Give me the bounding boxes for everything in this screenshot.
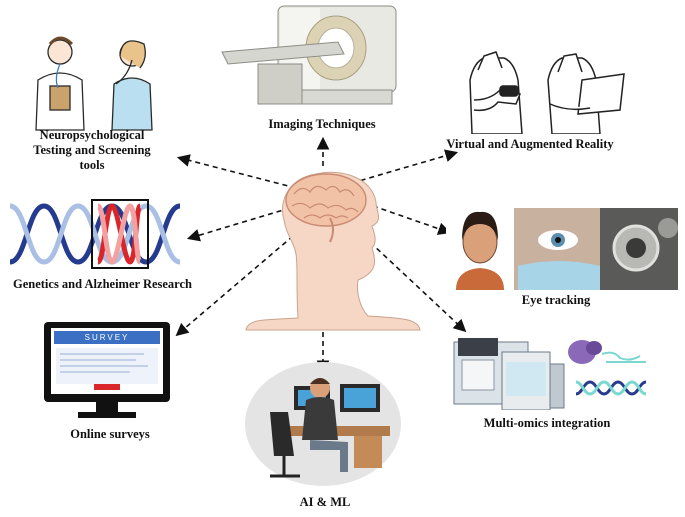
doctor-patient-icon	[35, 36, 153, 131]
label-genetics: Genetics and Alzheimer Research	[12, 277, 193, 291]
central-head-illustration	[245, 171, 421, 331]
arrow-to-eye	[355, 199, 452, 235]
survey-monitor-icon	[44, 322, 170, 418]
label-neuro: Neuropsychological Testing and Screening…	[33, 128, 151, 172]
label-imaging: Imaging Techniques	[268, 117, 376, 131]
arrow-to-omics	[356, 229, 467, 333]
label-omics: Multi-omics integration	[483, 416, 611, 430]
brain-icon	[285, 173, 367, 243]
vr-users-icon	[469, 51, 625, 134]
label-survey: Online surveys	[70, 427, 150, 441]
label-ai: AI & ML	[299, 495, 351, 509]
ct-scanner-icon	[221, 5, 397, 105]
omics-lab-icon	[453, 338, 647, 410]
arrow-to-neuro	[176, 154, 297, 189]
eye-tracking-images	[446, 208, 678, 290]
protein-icon	[568, 340, 646, 364]
woman-portrait-icon	[446, 208, 514, 290]
dna-helix-icon	[9, 199, 181, 269]
highlight-box	[91, 199, 149, 269]
ai-workstation-icon	[245, 362, 401, 486]
survey-screen-title: SURVEY	[84, 333, 130, 342]
label-vr: Virtual and Augmented Reality	[446, 137, 614, 151]
label-eye: Eye tracking	[521, 293, 591, 307]
arrow-to-survey	[175, 235, 294, 337]
